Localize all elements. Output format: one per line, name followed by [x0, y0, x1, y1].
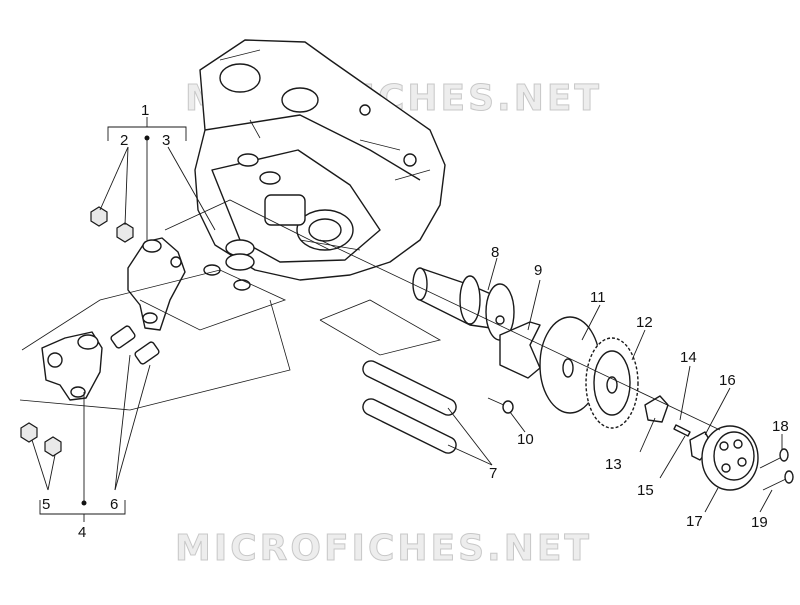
cover-bolts — [759, 448, 794, 491]
callout-9: 9 — [534, 262, 542, 279]
callout-7: 7 — [489, 465, 497, 482]
callout-10: 10 — [517, 431, 534, 448]
valve-spring-assembly — [203, 153, 281, 291]
callout-17: 17 — [686, 513, 703, 530]
callout-16: 16 — [719, 372, 736, 389]
watermark-bottom: MICROFICHES.NET — [175, 528, 592, 569]
spring-pin — [673, 424, 691, 437]
callout-8: 8 — [491, 244, 499, 261]
callout-15: 15 — [637, 482, 654, 499]
nuts-lower — [20, 422, 62, 457]
callout-3: 3 — [162, 132, 170, 149]
rocker-shafts — [362, 360, 457, 454]
end-cover — [701, 425, 759, 491]
callout-13: 13 — [605, 456, 622, 473]
camshaft — [412, 267, 515, 341]
callout-12: 12 — [636, 314, 653, 331]
callout-11: 11 — [590, 289, 606, 306]
callout-19: 19 — [751, 514, 768, 531]
callout-2: 2 — [120, 132, 128, 149]
callout-18: 18 — [772, 418, 789, 435]
callout-4: 4 — [78, 524, 86, 541]
rocker-arm-upper — [127, 237, 186, 331]
callout-1: 1 — [141, 102, 149, 119]
nuts-upper — [90, 206, 134, 243]
adjuster-screws — [110, 325, 160, 365]
cam-disc-plate — [539, 316, 601, 414]
bolt-10 — [487, 397, 514, 414]
callout-14: 14 — [680, 349, 697, 366]
cam-sprocket — [585, 337, 639, 429]
rocker-arm-lower — [41, 331, 103, 401]
callout-5: 5 — [42, 496, 50, 513]
callout-6: 6 — [110, 496, 118, 513]
cylinder-head — [194, 39, 446, 291]
leader-lines — [19, 117, 783, 522]
cam-bracket — [499, 321, 541, 379]
